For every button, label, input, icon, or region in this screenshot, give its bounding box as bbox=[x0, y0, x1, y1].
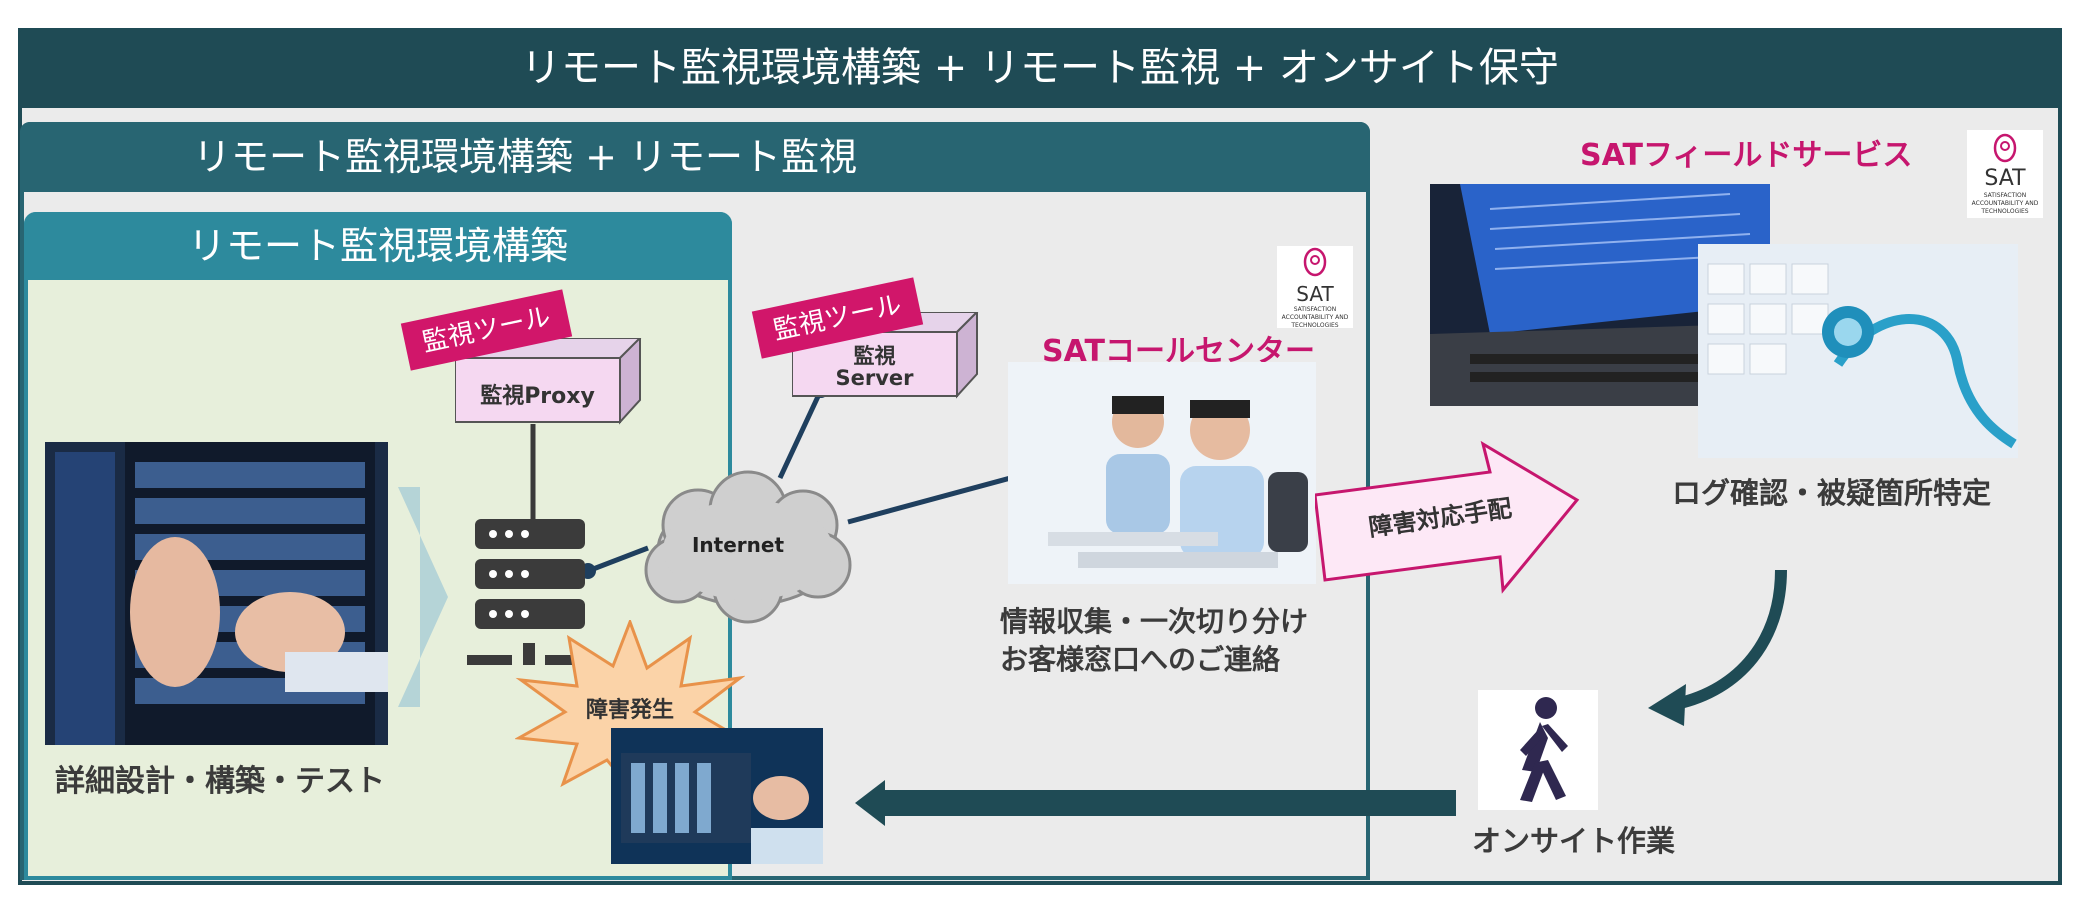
callcenter-photo bbox=[1008, 362, 1316, 584]
sat-logo-field-line3: TECHNOLOGIES bbox=[1981, 208, 2029, 215]
server-stack-icon bbox=[467, 519, 593, 665]
curve-arrow bbox=[1674, 569, 1787, 710]
failure-label: 障害発生 bbox=[585, 698, 674, 723]
server-rack-illustration bbox=[45, 442, 388, 745]
server-label-line2: Server bbox=[835, 366, 914, 390]
datacenter-photo bbox=[45, 442, 388, 745]
onsite-label: オンサイト作業 bbox=[1472, 824, 1676, 858]
sat-logo-field bbox=[1967, 130, 2043, 218]
stethoscope-keyboard-photo bbox=[1698, 244, 2018, 458]
outer-title: リモート監視環境構築 + リモート監視 + オンサイト保守 bbox=[521, 45, 1559, 91]
design-label: 詳細設計・構築・テスト bbox=[55, 764, 385, 799]
field-service-caption: ログ確認・被疑箇所特定 bbox=[1672, 476, 1992, 510]
internet-to-server-line bbox=[777, 388, 824, 480]
inner-title: リモート監視環境構築 bbox=[187, 224, 568, 268]
sat-logo-callcenter-line1: SATISFACTION bbox=[1293, 306, 1337, 313]
callcenter-operators-illustration bbox=[1008, 362, 1316, 584]
callcenter-title: SATコールセンター bbox=[1042, 334, 1315, 369]
laptop-photo bbox=[1430, 184, 1770, 406]
proxy-box bbox=[455, 338, 642, 425]
internet-label: Internet bbox=[691, 533, 785, 557]
failing-server-photo bbox=[611, 728, 823, 864]
onsite-icon-box bbox=[1478, 690, 1598, 810]
outer-header-bar bbox=[18, 28, 2062, 108]
sat-logo-icon bbox=[1303, 247, 1327, 277]
callcenter-caption-line1: 情報収集・一次切り分け bbox=[1000, 605, 1309, 638]
inner-header-bar bbox=[24, 212, 732, 280]
middle-header-bar bbox=[20, 122, 1370, 192]
field-service-title: SATフィールドサービス bbox=[1580, 138, 1913, 173]
return-arrow-shaft bbox=[878, 790, 1456, 816]
return-arrow-head bbox=[855, 780, 885, 826]
walking-person-icon bbox=[1520, 697, 1568, 802]
curve-arrow-head bbox=[1648, 684, 1686, 726]
stethoscope-keyboard-illustration bbox=[1698, 244, 2018, 458]
proxy-label: 監視Proxy bbox=[480, 384, 595, 409]
stack-to-internet-line bbox=[587, 545, 649, 574]
middle-title: リモート監視環境構築 + リモート監視 bbox=[193, 135, 857, 179]
internet-cloud-icon bbox=[644, 470, 852, 624]
sat-logo-field-main: SAT bbox=[1984, 166, 2026, 191]
handoff-arrow bbox=[1315, 440, 1580, 594]
server-drive-illustration bbox=[611, 728, 823, 864]
sat-logo-callcenter bbox=[1277, 246, 1353, 328]
sat-logo-callcenter-line2: ACCOUNTABILITY AND bbox=[1281, 314, 1349, 321]
sat-logo-callcenter-main: SAT bbox=[1296, 282, 1334, 306]
chevron-arrow bbox=[398, 487, 448, 707]
sat-logo-icon bbox=[1993, 133, 2017, 163]
sat-logo-field-line1: SATISFACTION bbox=[1983, 192, 2027, 199]
sat-logo-field-line2: ACCOUNTABILITY AND bbox=[1971, 200, 2039, 207]
sat-logo-callcenter-line3: TECHNOLOGIES bbox=[1291, 322, 1339, 329]
server-label-line1: 監視 bbox=[853, 344, 896, 368]
callcenter-caption-line2: お客様窓口へのご連絡 bbox=[1000, 643, 1281, 676]
